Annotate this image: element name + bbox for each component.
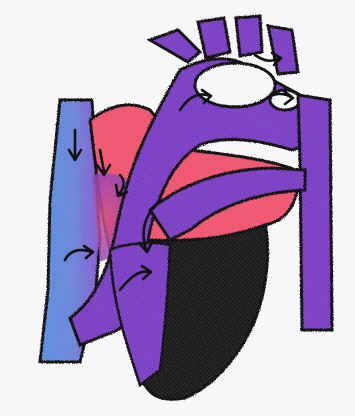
- heart-illustration-canvas: [0, 0, 355, 416]
- heart-drawing: [0, 0, 355, 416]
